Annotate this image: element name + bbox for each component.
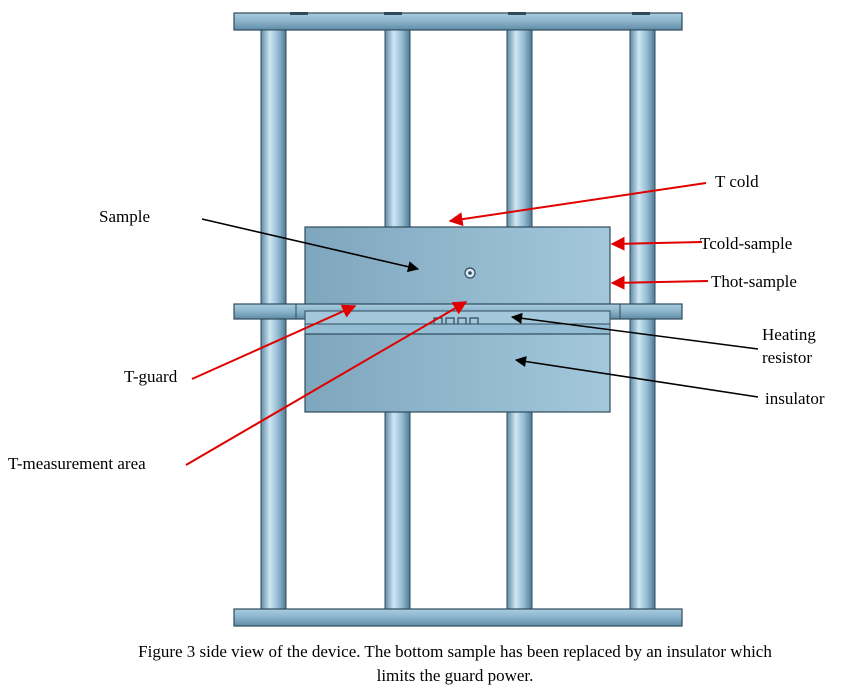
label-tcold-sample: Tcold-sample [700, 234, 792, 253]
label-t-guard: T-guard [124, 367, 178, 386]
arrow-t-cold [448, 182, 707, 227]
arrow-thot-sample [610, 275, 709, 290]
insulator-block [304, 333, 611, 413]
label-t-cold: T cold [715, 172, 759, 191]
arrow-heating-resistor [510, 312, 759, 350]
label-insulator: insulator [765, 389, 825, 408]
rod-1 [260, 29, 287, 611]
label-t-measurement-area: T-measurement area [8, 454, 146, 473]
rod-4 [629, 29, 656, 611]
arrow-t-guard [191, 304, 357, 380]
caption-line-2: limits the guard power. [377, 666, 534, 685]
arrow-insulator [514, 355, 759, 398]
bottom-plate [233, 608, 683, 627]
label-sample: Sample [99, 207, 150, 226]
arrow-t-measurement-area [185, 301, 468, 466]
arrow-tcold-sample [610, 236, 703, 251]
caption-line-1: Figure 3 side view of the device. The bo… [138, 642, 772, 661]
top-plate [233, 12, 683, 31]
arrow-sample [201, 218, 420, 273]
sample-block [304, 226, 611, 306]
label-thot-sample: Thot-sample [711, 272, 797, 291]
heater-layer [304, 323, 611, 335]
label-heating-line1: Heating [762, 325, 816, 344]
label-heating-line2: resistor [762, 348, 812, 367]
